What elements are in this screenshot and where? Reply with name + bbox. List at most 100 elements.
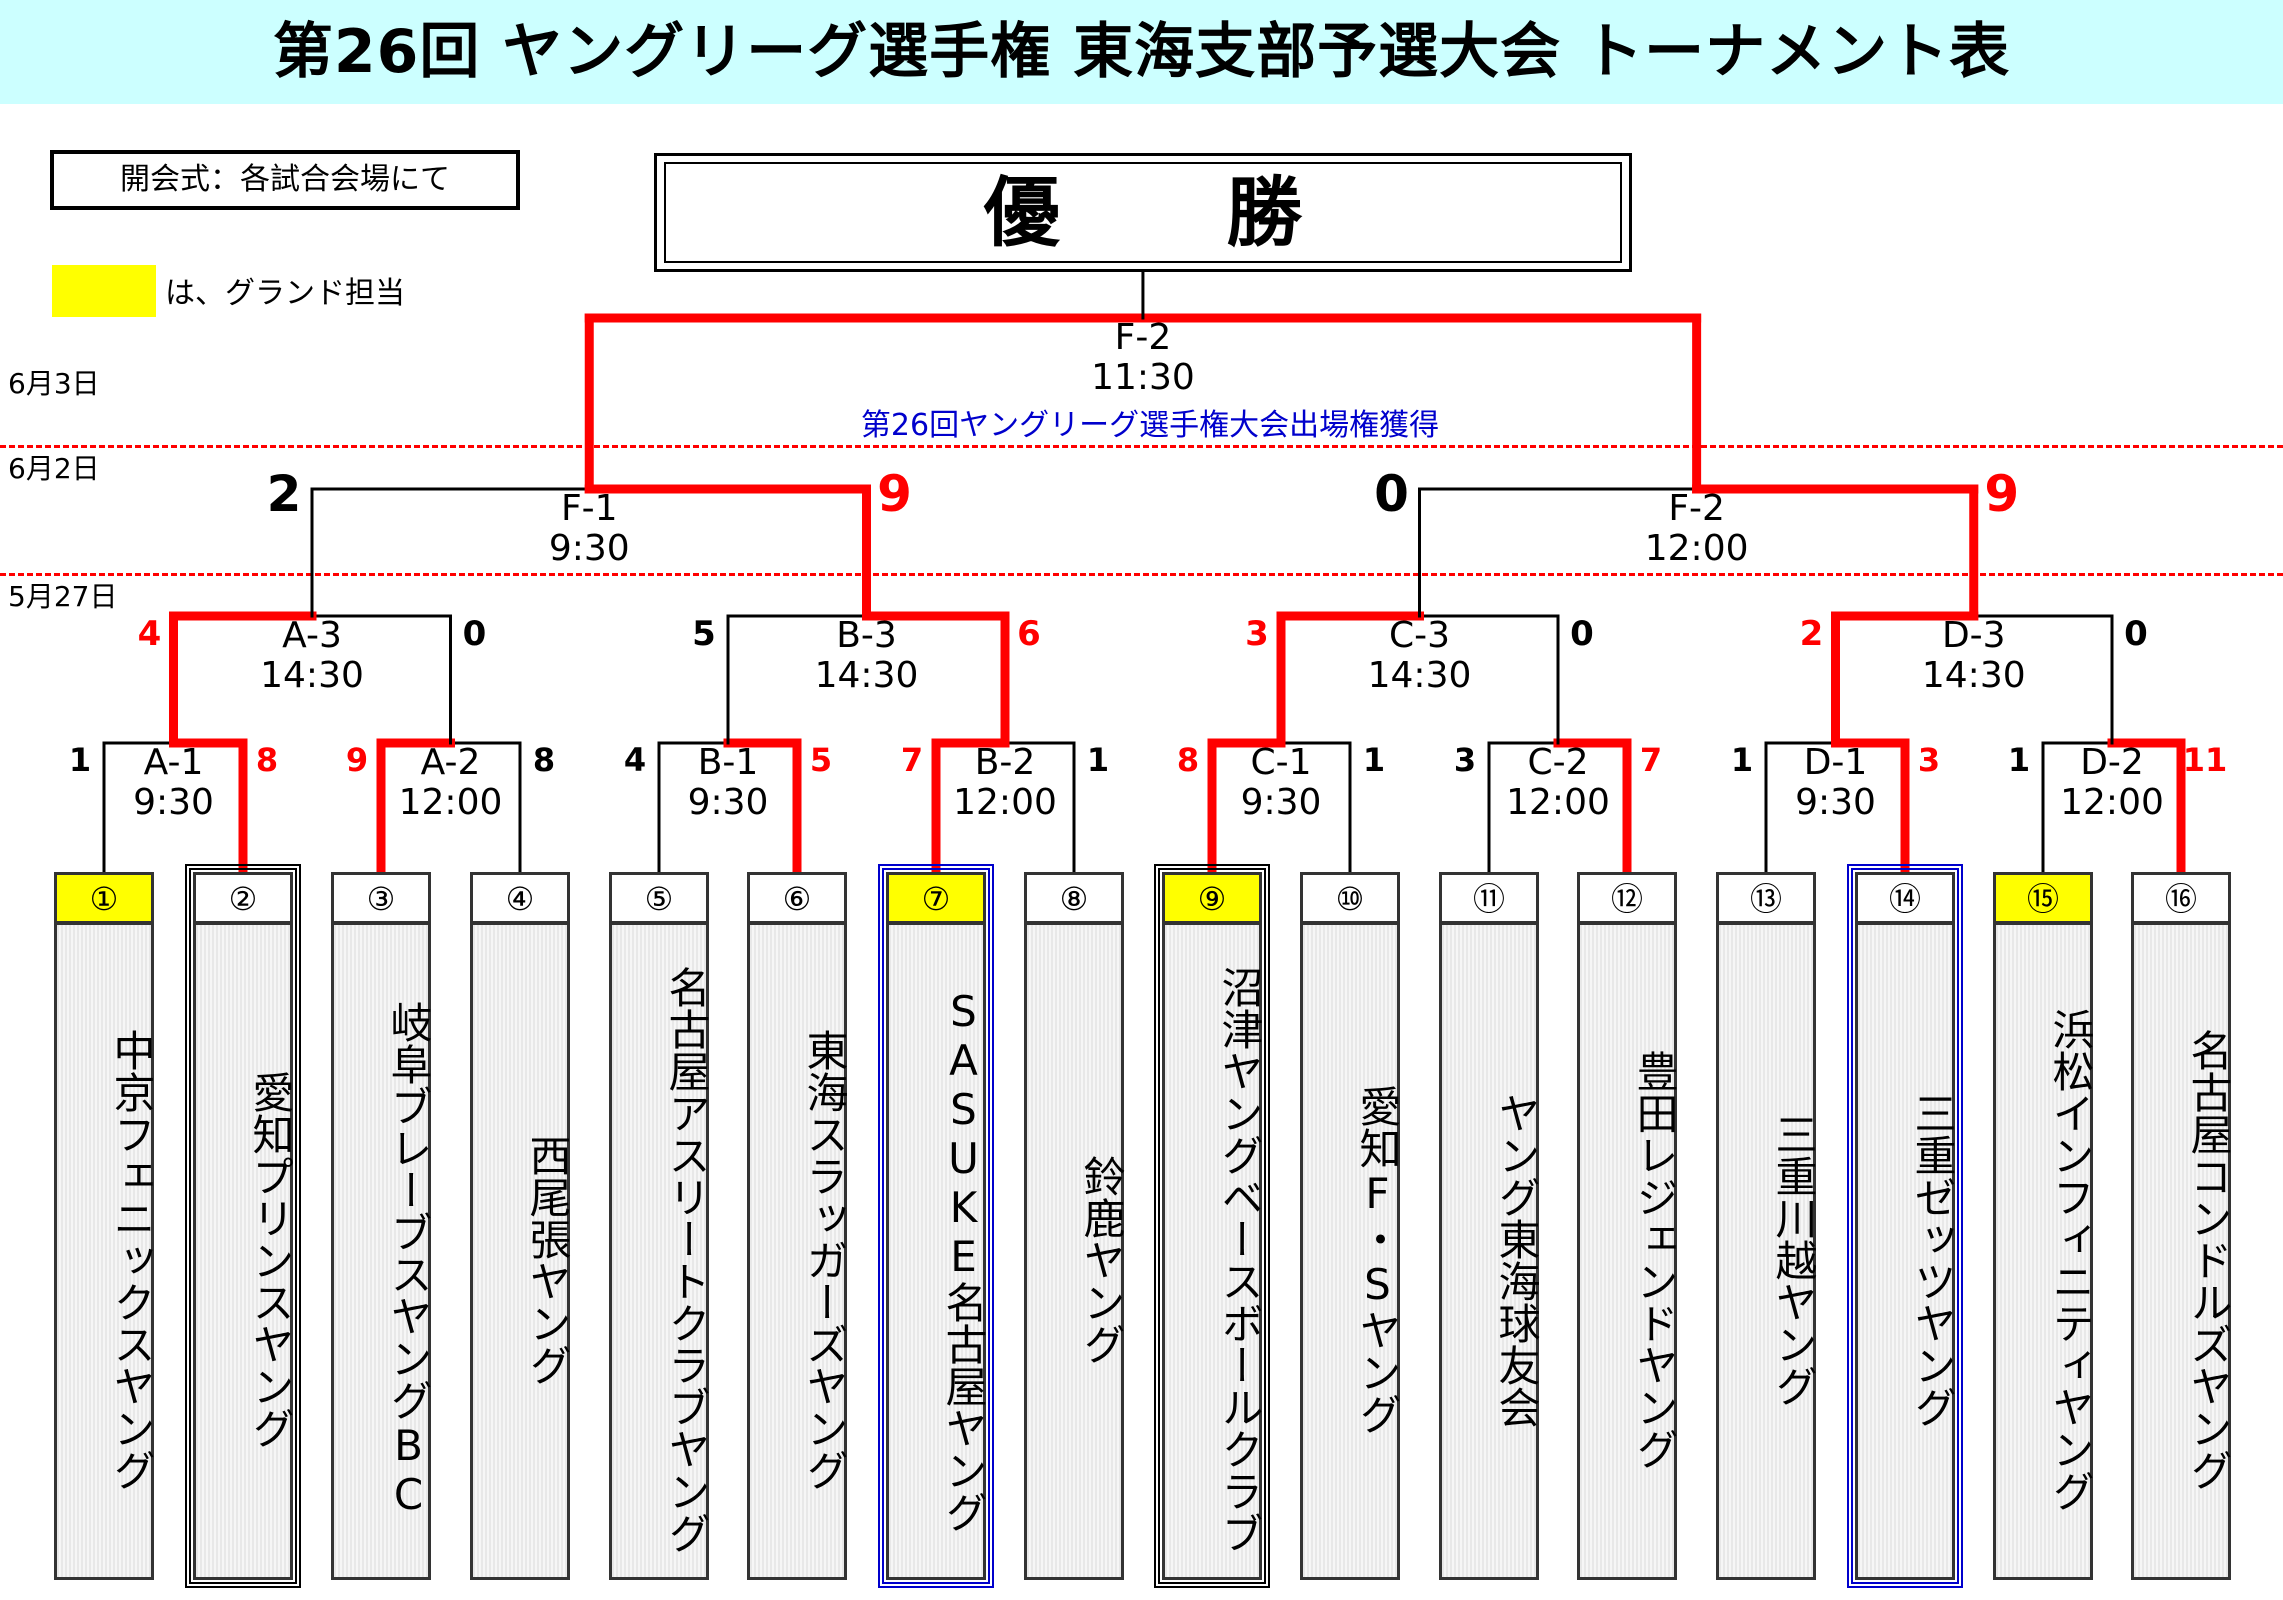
opening-ceremony-note: 開会式：各試合会場にて	[50, 150, 520, 210]
team-number: ⑨	[1162, 872, 1262, 924]
date-divider-1	[0, 445, 2283, 448]
team-entry: ① 中京フェニックスヤング	[54, 872, 156, 1580]
team-entry: ③ 岐阜ブレーブスヤングBC	[331, 872, 433, 1580]
team-name-box	[1855, 922, 1955, 1580]
team-number: ⑭	[1855, 872, 1955, 924]
team-number: ②	[193, 872, 293, 924]
team-name-box	[1300, 922, 1400, 1580]
team-name-box	[54, 922, 154, 1580]
score-r2-left-2: 3	[1245, 614, 1269, 654]
team-name-box	[331, 922, 431, 1580]
match-label-r1-6: D-1 9:30	[1795, 742, 1876, 823]
match-label-r2-0: A-3 14:30	[260, 615, 364, 696]
score-r3-right-1: 9	[1984, 465, 2020, 523]
match-label-r1-1: A-2 12:00	[398, 742, 503, 823]
match-label-r3-1: F-2 12:00	[1644, 488, 1749, 569]
team-name-box	[470, 922, 570, 1580]
team-entry: ⑥ 東海スラッガーズヤング	[747, 872, 849, 1580]
score-r3-left-1: 0	[1374, 465, 1409, 523]
legend-text: は、グランド担当	[165, 276, 405, 311]
score-r1-left-3: 7	[900, 741, 924, 779]
team-entry: ⑪ ヤング東海球友会	[1439, 872, 1541, 1580]
team-name: ヤング東海球友会	[1492, 1092, 1541, 1428]
team-name-box	[747, 922, 847, 1580]
score-r1-right-5: 7	[1639, 741, 1663, 779]
score-r1-left-1: 9	[345, 741, 369, 779]
team-name: 岐阜ブレーブスヤングBC	[384, 1001, 433, 1519]
match-label-r1-2: B-1 9:30	[687, 742, 769, 823]
score-r1-left-0: 1	[68, 741, 92, 779]
score-r1-right-4: 1	[1362, 741, 1386, 779]
team-number: ⑯	[2131, 872, 2231, 924]
team-name: 愛知F・Sヤング	[1353, 1085, 1402, 1435]
score-r1-right-7: 11	[2182, 741, 2228, 779]
score-r1-left-2: 4	[623, 741, 647, 779]
score-r1-right-6: 3	[1917, 741, 1941, 779]
score-r2-right-1: 6	[1017, 614, 1041, 654]
score-r1-left-5: 3	[1453, 741, 1477, 779]
score-r3-left-0: 2	[266, 465, 302, 523]
team-name: 中京フェニックスヤング	[107, 1029, 156, 1491]
team-name-box	[1162, 922, 1262, 1580]
match-label-r1-7: D-2 12:00	[2060, 742, 2164, 823]
team-name: 愛知プリンスヤング	[246, 1071, 295, 1449]
score-r1-right-2: 5	[809, 741, 833, 779]
team-name-box	[1993, 922, 2093, 1580]
team-name-box	[886, 922, 986, 1580]
team-name-box	[609, 922, 709, 1580]
team-name: 名古屋コンドルズヤング	[2184, 1029, 2233, 1491]
opening-ceremony-text: 開会式：各試合会場にて	[120, 162, 450, 197]
match-label-final: F-2 11:30	[1091, 317, 1195, 398]
date-early: 5月27日	[8, 580, 118, 613]
team-name: 三重ゼッツヤング	[1908, 1092, 1957, 1428]
team-entry: ② 愛知プリンスヤング	[185, 864, 301, 1588]
team-name-box	[1577, 922, 1677, 1580]
match-label-r1-3: B-2 12:00	[953, 742, 1057, 823]
score-r2-left-0: 4	[137, 614, 162, 654]
match-label-r1-4: C-1 9:30	[1240, 742, 1322, 823]
team-number: ①	[54, 872, 154, 924]
match-label-r2-2: C-3 14:30	[1367, 615, 1472, 696]
team-number: ⑬	[1716, 872, 1816, 924]
team-number: ⑥	[747, 872, 847, 924]
match-label-r1-0: A-1 9:30	[133, 742, 214, 823]
team-number: ⑮	[1993, 872, 2093, 924]
score-r3-right-0: 9	[877, 465, 912, 523]
team-number: ⑪	[1439, 872, 1539, 924]
title-bar	[0, 0, 2283, 104]
team-name: 東海スラッガーズヤング	[800, 1029, 849, 1491]
date-semi: 6月2日	[8, 452, 100, 485]
score-r1-left-4: 8	[1176, 741, 1200, 779]
score-r2-right-0: 0	[462, 614, 487, 654]
team-name: 鈴鹿ヤング	[1077, 1155, 1126, 1365]
match-label-r3-0: F-1 9:30	[548, 488, 630, 569]
team-name-box	[1024, 922, 1124, 1580]
score-r1-left-7: 1	[2007, 741, 2031, 779]
team-name: 三重川越ヤング	[1769, 1113, 1818, 1407]
score-r2-right-3: 0	[2124, 614, 2148, 654]
team-name-box	[1716, 922, 1816, 1580]
team-entry: ⑭ 三重ゼッツヤング	[1847, 864, 1963, 1588]
champion-label: 優 勝	[983, 168, 1373, 257]
legend-swatch	[52, 265, 156, 317]
match-label-r1-5: C-2 12:00	[1506, 742, 1610, 823]
team-number: ③	[331, 872, 431, 924]
team-entry: ⑬ 三重川越ヤング	[1716, 872, 1818, 1580]
page-title: 第26回 ヤングリーグ選手権 東海支部予選大会 トーナメント表	[272, 17, 2011, 87]
team-number: ⑩	[1300, 872, 1400, 924]
score-r2-left-1: 5	[692, 614, 716, 654]
qualification-note: 第26回ヤングリーグ選手権大会出場権獲得	[860, 408, 1440, 443]
date-final: 6月3日	[8, 367, 100, 400]
match-label-r2-1: B-3 14:30	[814, 615, 919, 696]
score-r1-right-3: 1	[1086, 741, 1110, 779]
team-name: 豊田レジェンドヤング	[1630, 1050, 1679, 1470]
score-r2-left-3: 2	[1799, 614, 1824, 654]
score-r1-left-6: 1	[1730, 741, 1754, 779]
team-name-box	[2131, 922, 2231, 1580]
